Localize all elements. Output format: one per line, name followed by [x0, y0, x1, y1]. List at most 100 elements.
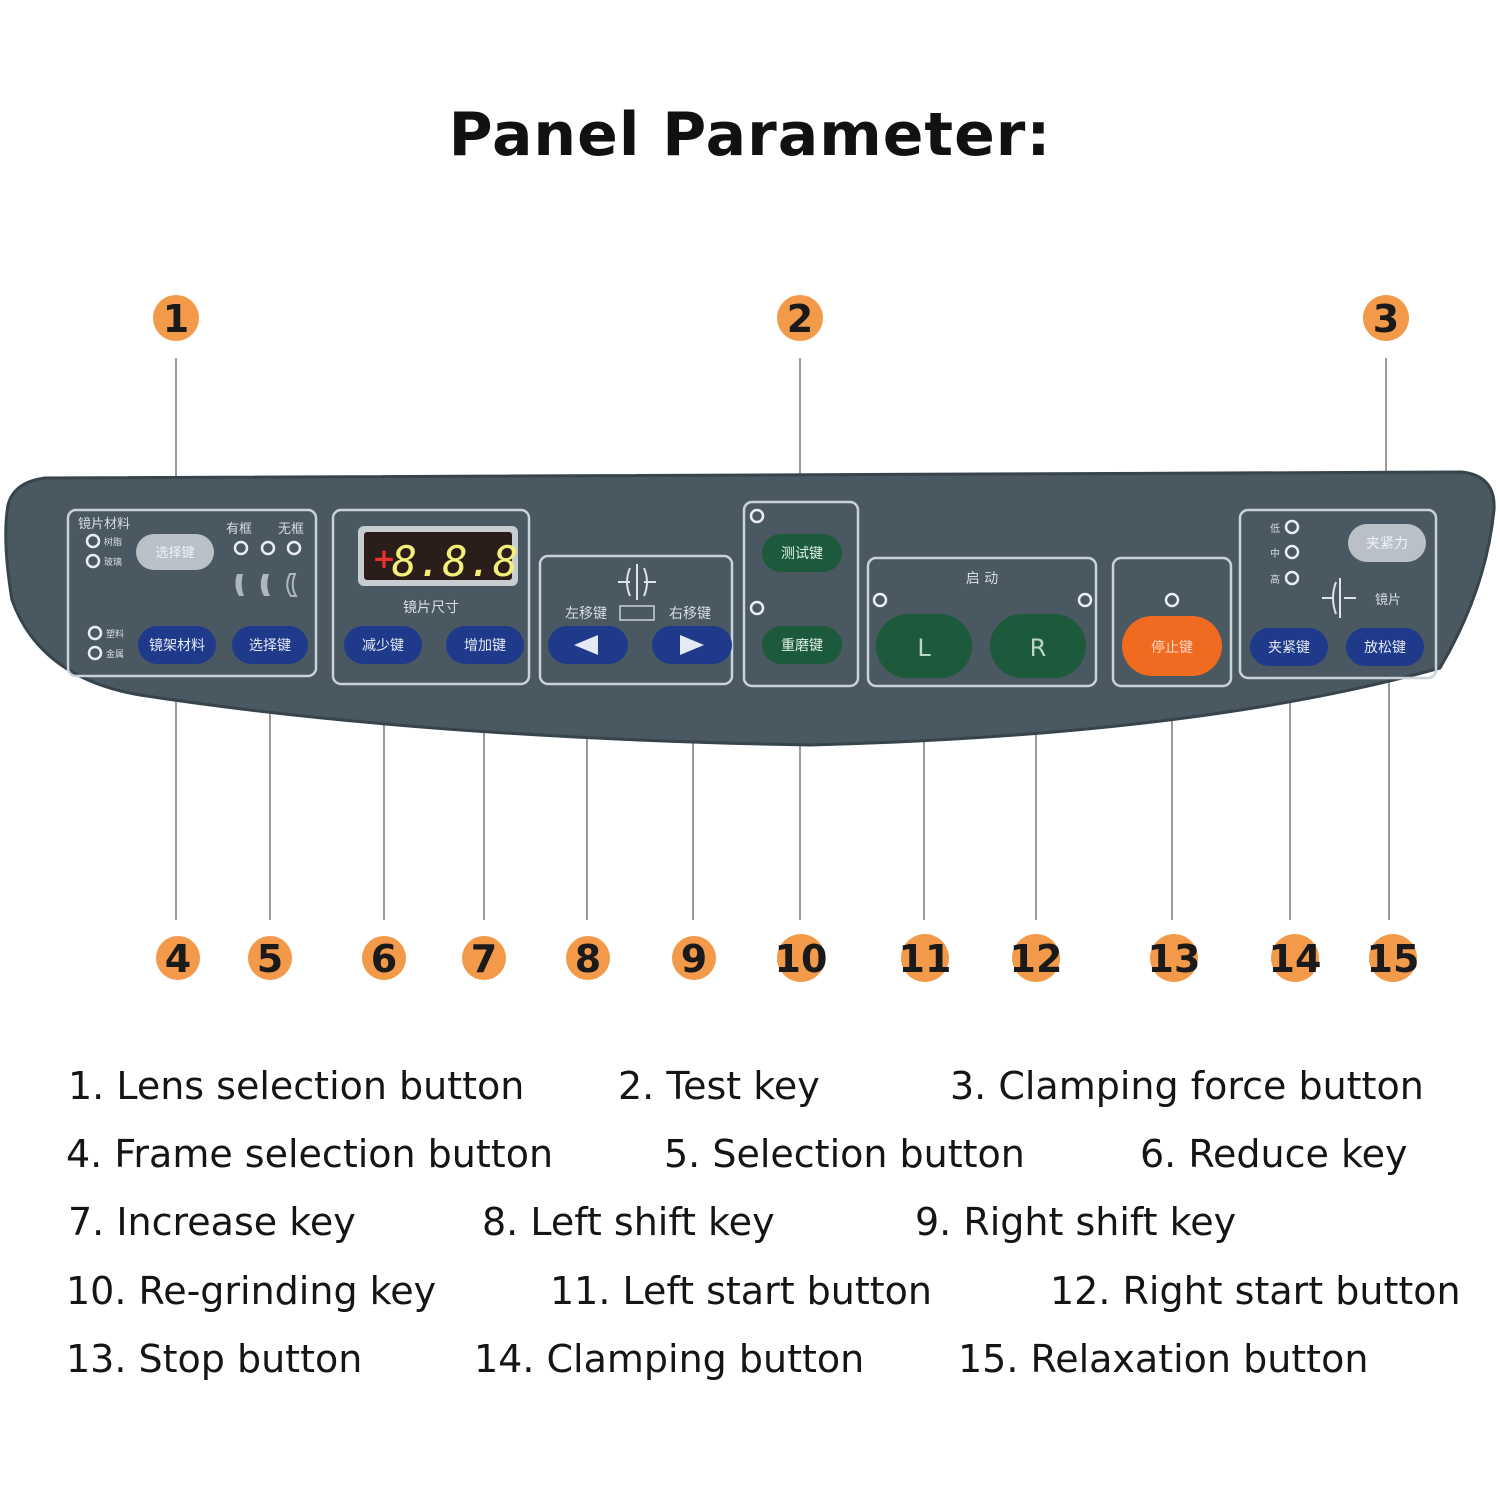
lens-material-label: 镜片材料 [78, 517, 130, 532]
lens-shift-icon [618, 564, 656, 600]
frame-shape-2-icon [260, 574, 270, 596]
stop-button[interactable] [1122, 616, 1222, 676]
glass-label: 玻璃 [104, 556, 122, 568]
legend-item-1: 1. Lens selection button [68, 1064, 525, 1108]
legend-item-12: 12. Right start button [1050, 1269, 1461, 1313]
metal-label: 金属 [106, 648, 124, 660]
callout-4: 4 [156, 936, 200, 981]
legend-item-15: 15. Relaxation button [958, 1337, 1369, 1381]
stop-led-icon [1164, 592, 1180, 608]
left-start-button[interactable] [876, 614, 972, 678]
release-button[interactable] [1346, 628, 1424, 666]
resin-led-icon [85, 533, 101, 549]
callout-14-label: 14 [1269, 937, 1322, 981]
callout-11: 11 [899, 934, 952, 982]
high-led-icon [1284, 570, 1300, 586]
test-led-icon [749, 508, 765, 524]
right-start-button[interactable] [990, 614, 1086, 678]
left-start-button-label: L [917, 634, 931, 662]
right-move-label: 右移键 [669, 606, 711, 622]
plastic-label: 塑料 [106, 628, 124, 640]
start-section [866, 556, 1098, 688]
clamp-force-button-label: 夹紧力 [1366, 536, 1408, 552]
legend-item-11: 11. Left start button [550, 1269, 933, 1313]
callout-13-label: 13 [1148, 937, 1201, 981]
clamp-force-button[interactable] [1348, 524, 1426, 562]
mid-label: 中 [1270, 547, 1280, 560]
callout-6: 6 [362, 936, 406, 981]
frame-material-button[interactable] [138, 626, 216, 664]
display-digits: 8.8.8 [392, 537, 518, 586]
frame-shape-1-icon [235, 574, 244, 596]
callout-15-label: 15 [1367, 937, 1420, 981]
reduce-button-label: 减少键 [362, 638, 404, 654]
clamp-button[interactable] [1250, 628, 1328, 666]
lens-size-label: 镜片尺寸 [403, 600, 459, 616]
frame-material-button-label: 镜架材料 [149, 638, 205, 654]
shift-section [538, 554, 734, 686]
test-section [742, 500, 860, 688]
regrind-button-label: 重磨键 [781, 638, 823, 654]
clamp-section [1238, 508, 1438, 680]
legend-item-3: 3. Clamping force button [950, 1064, 1424, 1108]
callout-6-label: 6 [371, 937, 397, 981]
frame-led-2-icon [260, 540, 276, 556]
frame-led-1-icon [233, 540, 249, 556]
callout-1: 1 [153, 295, 199, 341]
left-start-led-icon [872, 592, 888, 608]
low-led-icon [1284, 519, 1300, 535]
legend-item-6: 6. Reduce key [1140, 1132, 1408, 1176]
plastic-led-icon [87, 625, 103, 641]
legend-item-4: 4. Frame selection button [66, 1132, 554, 1176]
callout-4-label: 4 [165, 937, 191, 981]
callout-8: 8 [566, 936, 610, 981]
size-section [331, 508, 531, 686]
callout-15: 15 [1367, 934, 1420, 982]
callout-7-label: 7 [471, 937, 497, 981]
resin-label: 树脂 [104, 536, 122, 548]
callout-14: 14 [1269, 934, 1322, 982]
lens-clamp-icon [1322, 578, 1356, 618]
right-start-button-label: R [1030, 634, 1047, 662]
reduce-button[interactable] [344, 626, 422, 664]
metal-led-icon [87, 645, 103, 661]
right-start-led-icon [1077, 592, 1093, 608]
glass-led-icon [85, 553, 101, 569]
regrind-led-icon [749, 600, 765, 616]
start-label: 启 动 [966, 571, 998, 587]
high-label: 高 [1270, 573, 1280, 586]
rimless-label: 无框 [278, 522, 304, 537]
callout-3: 3 [1363, 295, 1409, 341]
legend-item-13: 13. Stop button [66, 1337, 363, 1381]
regrind-button[interactable] [762, 626, 842, 664]
control-panel-diagram: 镜片材料 树脂 玻璃 选择键 有框 无框 塑料 金属 镜架材料 选择键 + 8.… [4, 295, 1496, 982]
lens-select-button-label: 选择键 [155, 546, 194, 561]
lens-frame-section [66, 508, 318, 678]
frame-led-3-icon [286, 540, 302, 556]
callout-8-label: 8 [575, 937, 601, 981]
digit-display [364, 532, 512, 580]
release-button-label: 放松键 [1364, 640, 1406, 656]
callout-10: 10 [775, 934, 827, 982]
left-move-label: 左移键 [565, 606, 607, 622]
page-title: Panel Parameter: [448, 100, 1052, 170]
callout-11-label: 11 [899, 937, 952, 981]
legend-item-9: 9. Right shift key [915, 1200, 1237, 1244]
increase-button[interactable] [446, 626, 524, 664]
callout-7: 7 [462, 936, 506, 981]
test-button[interactable] [762, 534, 842, 572]
stop-section [1111, 556, 1233, 688]
select-button-label: 选择键 [249, 638, 291, 654]
frame-label: 有框 [226, 522, 252, 537]
grid-icon [619, 605, 655, 621]
lens-select-button[interactable] [136, 534, 214, 570]
stop-button-label: 停止键 [1151, 639, 1193, 656]
select-button[interactable] [232, 626, 308, 664]
right-arrow-icon [680, 635, 704, 655]
callout-1-label: 1 [163, 297, 189, 341]
callout-13: 13 [1148, 934, 1201, 982]
legend-item-10: 10. Re-grinding key [66, 1269, 437, 1313]
left-arrow-icon [574, 635, 598, 655]
test-button-label: 测试键 [781, 546, 823, 562]
legend-item-7: 7. Increase key [68, 1200, 356, 1244]
